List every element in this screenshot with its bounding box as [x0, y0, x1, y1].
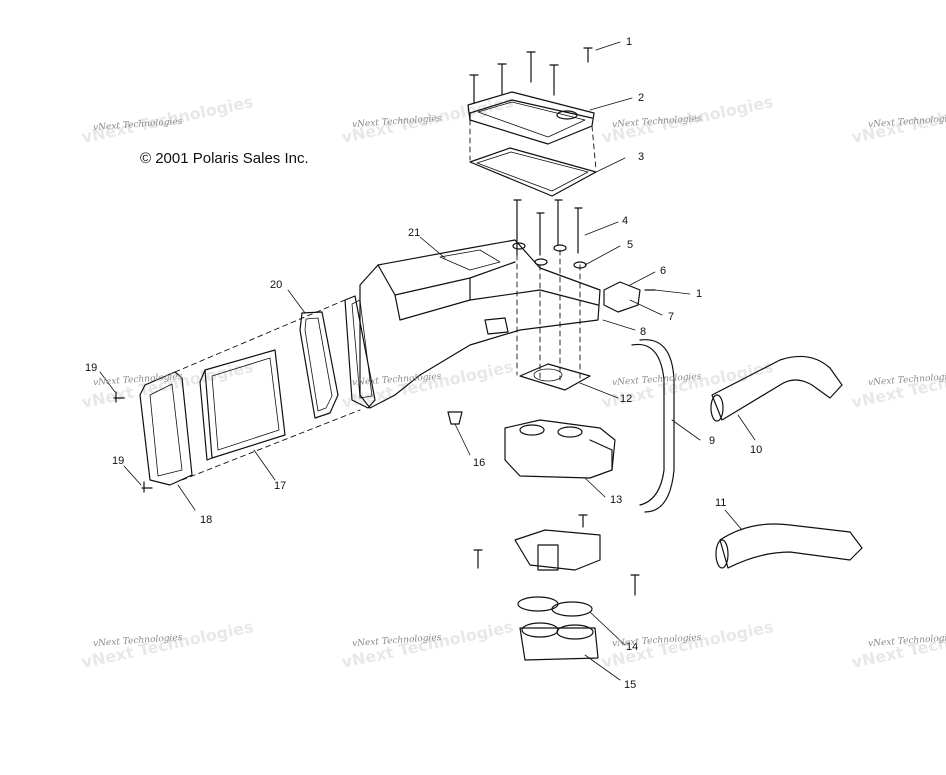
- callout-11: 11: [715, 497, 726, 509]
- callout-3: 3: [638, 151, 644, 163]
- callout-1b: 1: [696, 288, 702, 300]
- callout-18: 18: [200, 514, 212, 526]
- cover-plate: [467, 91, 595, 145]
- callout-1: 1: [626, 36, 632, 48]
- long-bolts: [512, 199, 587, 269]
- callout-5: 5: [627, 239, 633, 251]
- callout-16: 16: [473, 457, 485, 469]
- callout-12: 12: [620, 393, 632, 405]
- throttle-body: [504, 419, 616, 479]
- callout-19b: 19: [112, 455, 124, 467]
- callout-8: 8: [640, 326, 646, 338]
- callout-7: 7: [668, 311, 674, 323]
- airbox-housing: [359, 239, 601, 409]
- intake-duct-lower: [715, 523, 863, 569]
- callout-21: 21: [408, 227, 420, 239]
- callout-10: 10: [750, 444, 762, 456]
- callout-15: 15: [624, 679, 636, 691]
- drain-grommet: [447, 411, 463, 425]
- callout-20: 20: [270, 279, 282, 291]
- callout-14: 14: [626, 641, 638, 653]
- callout-17: 17: [274, 480, 286, 492]
- filter-gasket: [299, 311, 339, 419]
- callout-9: 9: [709, 435, 715, 447]
- throttle-gasket: [519, 363, 591, 391]
- cover-screws: [113, 391, 153, 493]
- callout-19a: 19: [85, 362, 97, 374]
- airbox-inlet-frame: [344, 295, 376, 409]
- assembly-lines: [174, 119, 597, 481]
- callout-6: 6: [660, 265, 666, 277]
- intake-duct-upper: [710, 355, 843, 422]
- injector-seals: [517, 596, 593, 617]
- screw-set-top: [469, 47, 593, 104]
- intake-boots: [519, 622, 599, 661]
- callout-2: 2: [638, 92, 644, 104]
- filter-cover: [139, 371, 193, 486]
- callout-4: 4: [622, 215, 628, 227]
- sensor-assembly: [603, 281, 656, 313]
- cover-gasket: [469, 147, 597, 197]
- callout-13: 13: [610, 494, 622, 506]
- copyright-notice: © 2001 Polaris Sales Inc.: [140, 150, 309, 167]
- fuel-rail: [473, 514, 640, 596]
- leader-lines: [99, 41, 756, 681]
- breather-hose: [631, 339, 675, 513]
- air-filter-element: [199, 349, 286, 461]
